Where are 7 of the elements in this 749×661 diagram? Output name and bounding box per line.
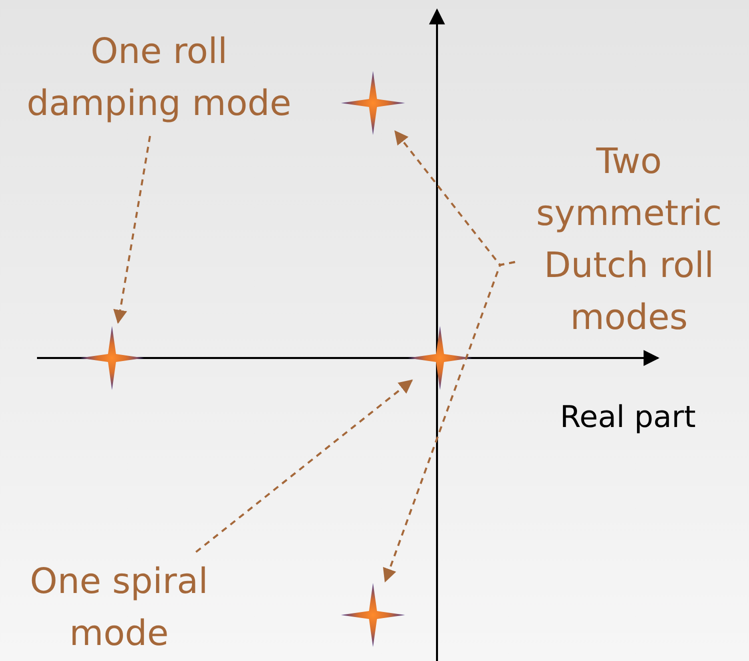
mode-annotation: One spiral mode: [28, 561, 210, 656]
dashed-arrow: [113, 136, 151, 324]
dashed-arrow: [195, 380, 413, 553]
mode-annotation: One roll damping mode: [26, 31, 292, 126]
axis-label: Real part: [560, 399, 696, 437]
mode-annotation: Two symmetric Dutch roll modes: [535, 141, 723, 340]
dashed-arrow: [383, 261, 516, 582]
